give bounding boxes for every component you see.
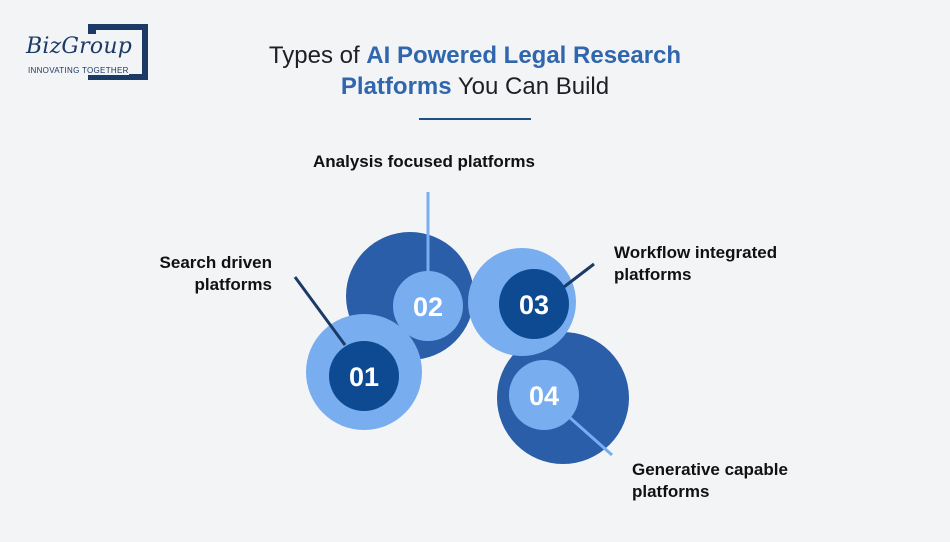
title-divider [419,118,531,120]
number-03: 03 [519,290,549,320]
title-highlight2: Platforms [340,73,452,100]
title-part1: Types of [268,42,367,69]
logo-wordmark: BizGroup [26,34,134,59]
label-01-line2: platforms [194,275,272,294]
label-03-line1: Workflow integrated [614,243,778,262]
logo-tagline: INNOVATING TOGETHER [28,66,129,75]
bizgroup-logo: BizGroup INNOVATING TOGETHER [22,24,157,84]
title-highlight1: AI Powered Legal Research [366,42,682,69]
label-01: Search driven platforms [154,252,272,296]
label-04: Generative capable platforms [632,459,832,503]
circle-03-inner [499,269,569,339]
label-01-line1: Search driven [159,253,272,272]
connector-04 [567,414,613,457]
number-04: 04 [529,381,559,411]
label-03-line2: platforms [614,265,692,284]
circle-04-inner [509,360,579,430]
circle-02-inner [393,271,463,341]
label-02: Analysis focused platforms [313,151,573,173]
page-title: Types of AI Powered Legal Research Platf… [200,40,750,102]
connector-03 [559,262,595,292]
label-02-line1: Analysis focused platforms [313,152,536,171]
number-02: 02 [413,292,443,322]
connector-01 [293,276,347,346]
number-01: 01 [349,362,379,392]
circle-01-inner [329,341,399,411]
label-04-line1: Generative capable [632,460,788,479]
label-04-line2: platforms [632,482,710,501]
title-part2: You Can Build [451,73,610,100]
label-03: Workflow integrated platforms [614,242,814,286]
